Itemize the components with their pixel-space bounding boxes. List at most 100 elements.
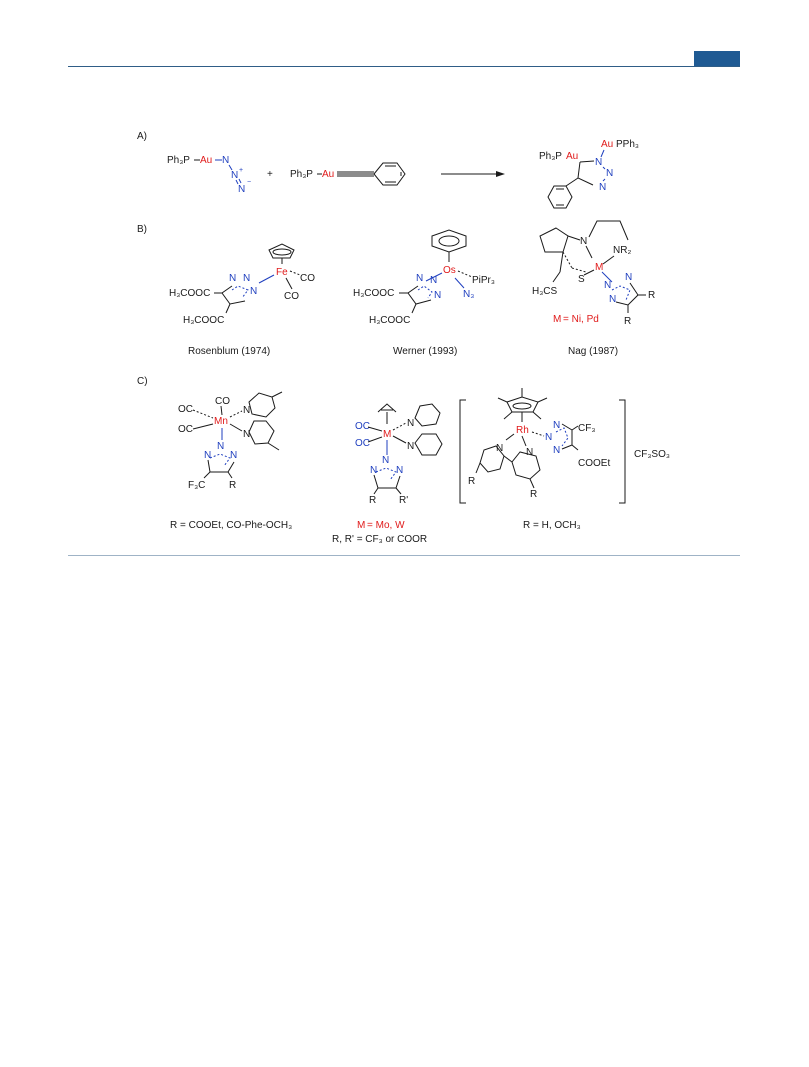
mn-py2-n: N [243, 429, 250, 440]
product-n3: N [599, 182, 606, 193]
os-ester2: H₃COOC [369, 315, 410, 326]
right-bracket [619, 399, 626, 504]
plus-sign: + [267, 169, 273, 180]
reaction-arrow [441, 171, 505, 177]
os-pipr3: PiPr₃ [472, 275, 495, 286]
mo-caption-metals: = Mo, W [367, 520, 405, 531]
gold-azide: Ph₃P Au N N + N − [167, 155, 251, 195]
nag-m-label: M [595, 262, 603, 273]
mo-caption-r: R, R' = CF₃ or COOR [332, 534, 427, 545]
product-ph3p-label: Ph₃P [539, 151, 562, 162]
mn-complex: CO OC Mn OC N N N N N F₃C R [178, 391, 283, 491]
mn-r: R [229, 480, 236, 491]
nag-caption: Nag (1987) [568, 346, 618, 357]
mo-caption-m: M [357, 520, 365, 531]
mo-tn3: N [396, 465, 403, 476]
mn-tn1: N [217, 441, 224, 452]
gold-alkyne: Ph₃P Au [290, 162, 406, 186]
product-au1-label: Au [566, 151, 578, 162]
fe-co1: CO [300, 273, 315, 284]
mn-cf3: F₃C [188, 480, 205, 491]
mo-rprime: R' [399, 495, 408, 506]
product-n1: N [595, 157, 602, 168]
mo-tn2: N [370, 465, 377, 476]
rh-tn2: N [553, 420, 560, 431]
fe-ester1: H₃COOC [169, 288, 210, 299]
nag-tn3: N [609, 294, 616, 305]
os-n3: N [434, 290, 441, 301]
mn-tn2: N [204, 450, 211, 461]
rh-py1-n: N [496, 443, 503, 454]
nag-r2: R [624, 316, 631, 327]
fe-n1: N [229, 273, 236, 284]
rosenblum-fe-complex: Fe CO CO N N N H₃COOC H₃COOC [169, 243, 315, 326]
rh-metal-label: Rh [516, 425, 529, 436]
mn-py1-n: N [243, 405, 250, 416]
nag-nr2-label: NR₂ [613, 245, 631, 256]
nag-h3cs-label: H₃CS [532, 286, 558, 297]
left-bracket [459, 399, 466, 504]
os-metal-label: Os [443, 265, 456, 276]
rh-r2: R [530, 489, 537, 500]
rh-tn3: N [553, 445, 560, 456]
nag-s-label: S [578, 274, 585, 285]
mo-w-complex: OC M OC N N N N N R R' [355, 403, 443, 506]
azide-n1: N [222, 155, 229, 166]
header-tab [694, 51, 740, 66]
rh-cooet: COOEt [578, 458, 610, 469]
footer-rule [68, 555, 740, 556]
product-pph3-label: PPh₃ [616, 139, 639, 150]
nag-complex: N NR₂ M S H₃CS N N N R R M = Ni, Pd [532, 220, 655, 327]
rh-tn1: N [545, 432, 552, 443]
azide-n2: N [231, 170, 238, 181]
rh-r1: R [468, 476, 475, 487]
azide-minus: − [247, 179, 251, 186]
rh-counterion: CF₃SO₃ [634, 449, 670, 460]
werner-caption: Werner (1993) [393, 346, 457, 357]
os-n1: N [416, 273, 423, 284]
gold-triazole-product: Ph₃P Au Au PPh₃ N N N [539, 139, 639, 209]
nag-m-eq: M [553, 314, 561, 325]
rosenblum-caption: Rosenblum (1974) [188, 346, 270, 357]
nag-metals: = Ni, Pd [563, 314, 599, 325]
mo-co2: OC [355, 438, 370, 449]
azide-au-label: Au [200, 155, 212, 166]
fe-ester2: H₃COOC [183, 315, 224, 326]
nag-tn1: N [604, 280, 611, 291]
product-n2: N [606, 168, 613, 179]
panel-label-c: C) [137, 376, 148, 387]
panel-label-b: B) [137, 224, 147, 235]
rh-cf3: CF₃ [578, 423, 595, 434]
alkyne-au-label: Au [322, 169, 334, 180]
azide-plus: + [239, 167, 243, 174]
rh-caption: R = H, OCH₃ [523, 520, 581, 531]
header-rule [68, 66, 740, 67]
os-ester1: H₃COOC [353, 288, 394, 299]
panel-label-a: A) [137, 131, 147, 142]
mn-co1: CO [215, 396, 230, 407]
mo-py2-n: N [407, 441, 414, 452]
fe-metal-label: Fe [276, 267, 288, 278]
alkyne-ph3p-label: Ph₃P [290, 169, 313, 180]
mn-metal-label: Mn [214, 416, 228, 427]
mo-tn1: N [382, 455, 389, 466]
werner-os-complex: Os PiPr₃ N₃ N N N H₃COOC H₃COOC [353, 229, 495, 326]
mn-caption: R = COOEt, CO-Phe-OCH₃ [170, 520, 292, 531]
mn-tn3: N [230, 450, 237, 461]
mn-co2: OC [178, 404, 193, 415]
product-au2-label: Au [601, 139, 613, 150]
rh-py2-n: N [526, 447, 533, 458]
os-n2: N [430, 275, 437, 286]
mn-co3: OC [178, 424, 193, 435]
mo-metal-label: M [383, 429, 391, 440]
fe-n3: N [250, 286, 257, 297]
nag-n-label: N [580, 236, 587, 247]
os-azide: N₃ [463, 289, 474, 300]
nag-tn2: N [625, 272, 632, 283]
mo-co1: OC [355, 421, 370, 432]
rh-complex: Rh N N N CF₃ COOEt N N R R [459, 388, 626, 504]
nag-r1: R [648, 290, 655, 301]
azide-ph3p-label: Ph₃P [167, 155, 190, 166]
mo-r: R [369, 495, 376, 506]
